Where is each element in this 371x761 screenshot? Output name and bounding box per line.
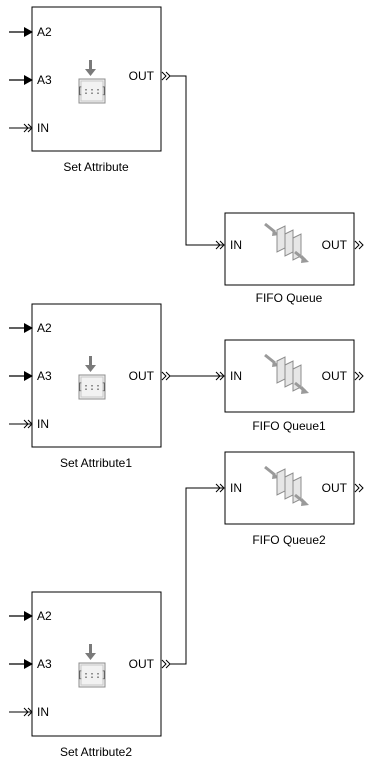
- port-label-out: OUT: [322, 369, 348, 383]
- a3-input-arrow-icon: [8, 74, 34, 86]
- fifo-queue-block-2[interactable]: IN OUT FIFO Queue1: [200, 339, 364, 433]
- entity-output-port-icon: [161, 71, 171, 81]
- entity-input-port-icon: [8, 419, 33, 429]
- port-label-a3: A3: [37, 657, 52, 671]
- set-attribute-block-2[interactable]: A2 A3 IN OUT Set Attribute1: [8, 303, 171, 470]
- set-attribute-block-1[interactable]: A2 A3 IN OUT Set Attribute: [8, 6, 171, 174]
- port-label-out: OUT: [322, 238, 348, 252]
- port-label-out: OUT: [129, 369, 155, 383]
- entity-output-port-icon: [161, 659, 171, 669]
- port-label-a3: A3: [37, 73, 52, 87]
- entity-input-port-icon: [8, 707, 33, 717]
- entity-input-port-icon: [200, 240, 225, 250]
- port-label-in: IN: [37, 417, 49, 431]
- port-label-a2: A2: [37, 321, 52, 335]
- port-label-a2: A2: [37, 25, 52, 39]
- entity-input-port-icon: [200, 483, 225, 493]
- block-name-set-attribute1[interactable]: Set Attribute1: [60, 456, 132, 470]
- block-name-set-attribute2[interactable]: Set Attribute2: [60, 745, 132, 759]
- entity-input-port-icon: [200, 371, 225, 381]
- block-name-fifo-queue1[interactable]: FIFO Queue1: [252, 419, 326, 433]
- entity-input-port-icon: [8, 123, 33, 133]
- port-label-in: IN: [37, 705, 49, 719]
- entity-output-port-icon: [354, 371, 364, 381]
- port-label-out: OUT: [322, 481, 348, 495]
- port-label-a2: A2: [37, 609, 52, 623]
- port-label-out: OUT: [129, 657, 155, 671]
- port-label-in: IN: [230, 369, 242, 383]
- a3-input-arrow-icon: [8, 370, 34, 382]
- a2-input-arrow-icon: [8, 26, 34, 38]
- a2-input-arrow-icon: [8, 322, 34, 334]
- a2-input-arrow-icon: [8, 610, 34, 622]
- port-label-a3: A3: [37, 369, 52, 383]
- a3-input-arrow-icon: [8, 658, 34, 670]
- entity-output-port-icon: [161, 371, 171, 381]
- entity-output-port-icon: [354, 483, 364, 493]
- entity-output-port-icon: [354, 240, 364, 250]
- block-name-fifo-queue2[interactable]: FIFO Queue2: [252, 533, 326, 547]
- port-label-in: IN: [230, 238, 242, 252]
- set-attribute-block-3[interactable]: A2 A3 IN OUT Set Attribute2: [8, 591, 171, 759]
- connection-set-attribute-to-fifo-queue[interactable]: [170, 75, 201, 246]
- block-name-fifo-queue[interactable]: FIFO Queue: [256, 291, 323, 305]
- block-name-set-attribute[interactable]: Set Attribute: [63, 160, 129, 174]
- port-label-in: IN: [37, 121, 49, 135]
- port-label-in: IN: [230, 481, 242, 495]
- fifo-queue-block-3[interactable]: IN OUT FIFO Queue2: [200, 451, 364, 547]
- port-label-out: OUT: [129, 69, 155, 83]
- fifo-queue-block-1[interactable]: IN OUT FIFO Queue: [200, 212, 364, 305]
- connection-set-attribute2-to-fifo-queue2[interactable]: [170, 487, 201, 665]
